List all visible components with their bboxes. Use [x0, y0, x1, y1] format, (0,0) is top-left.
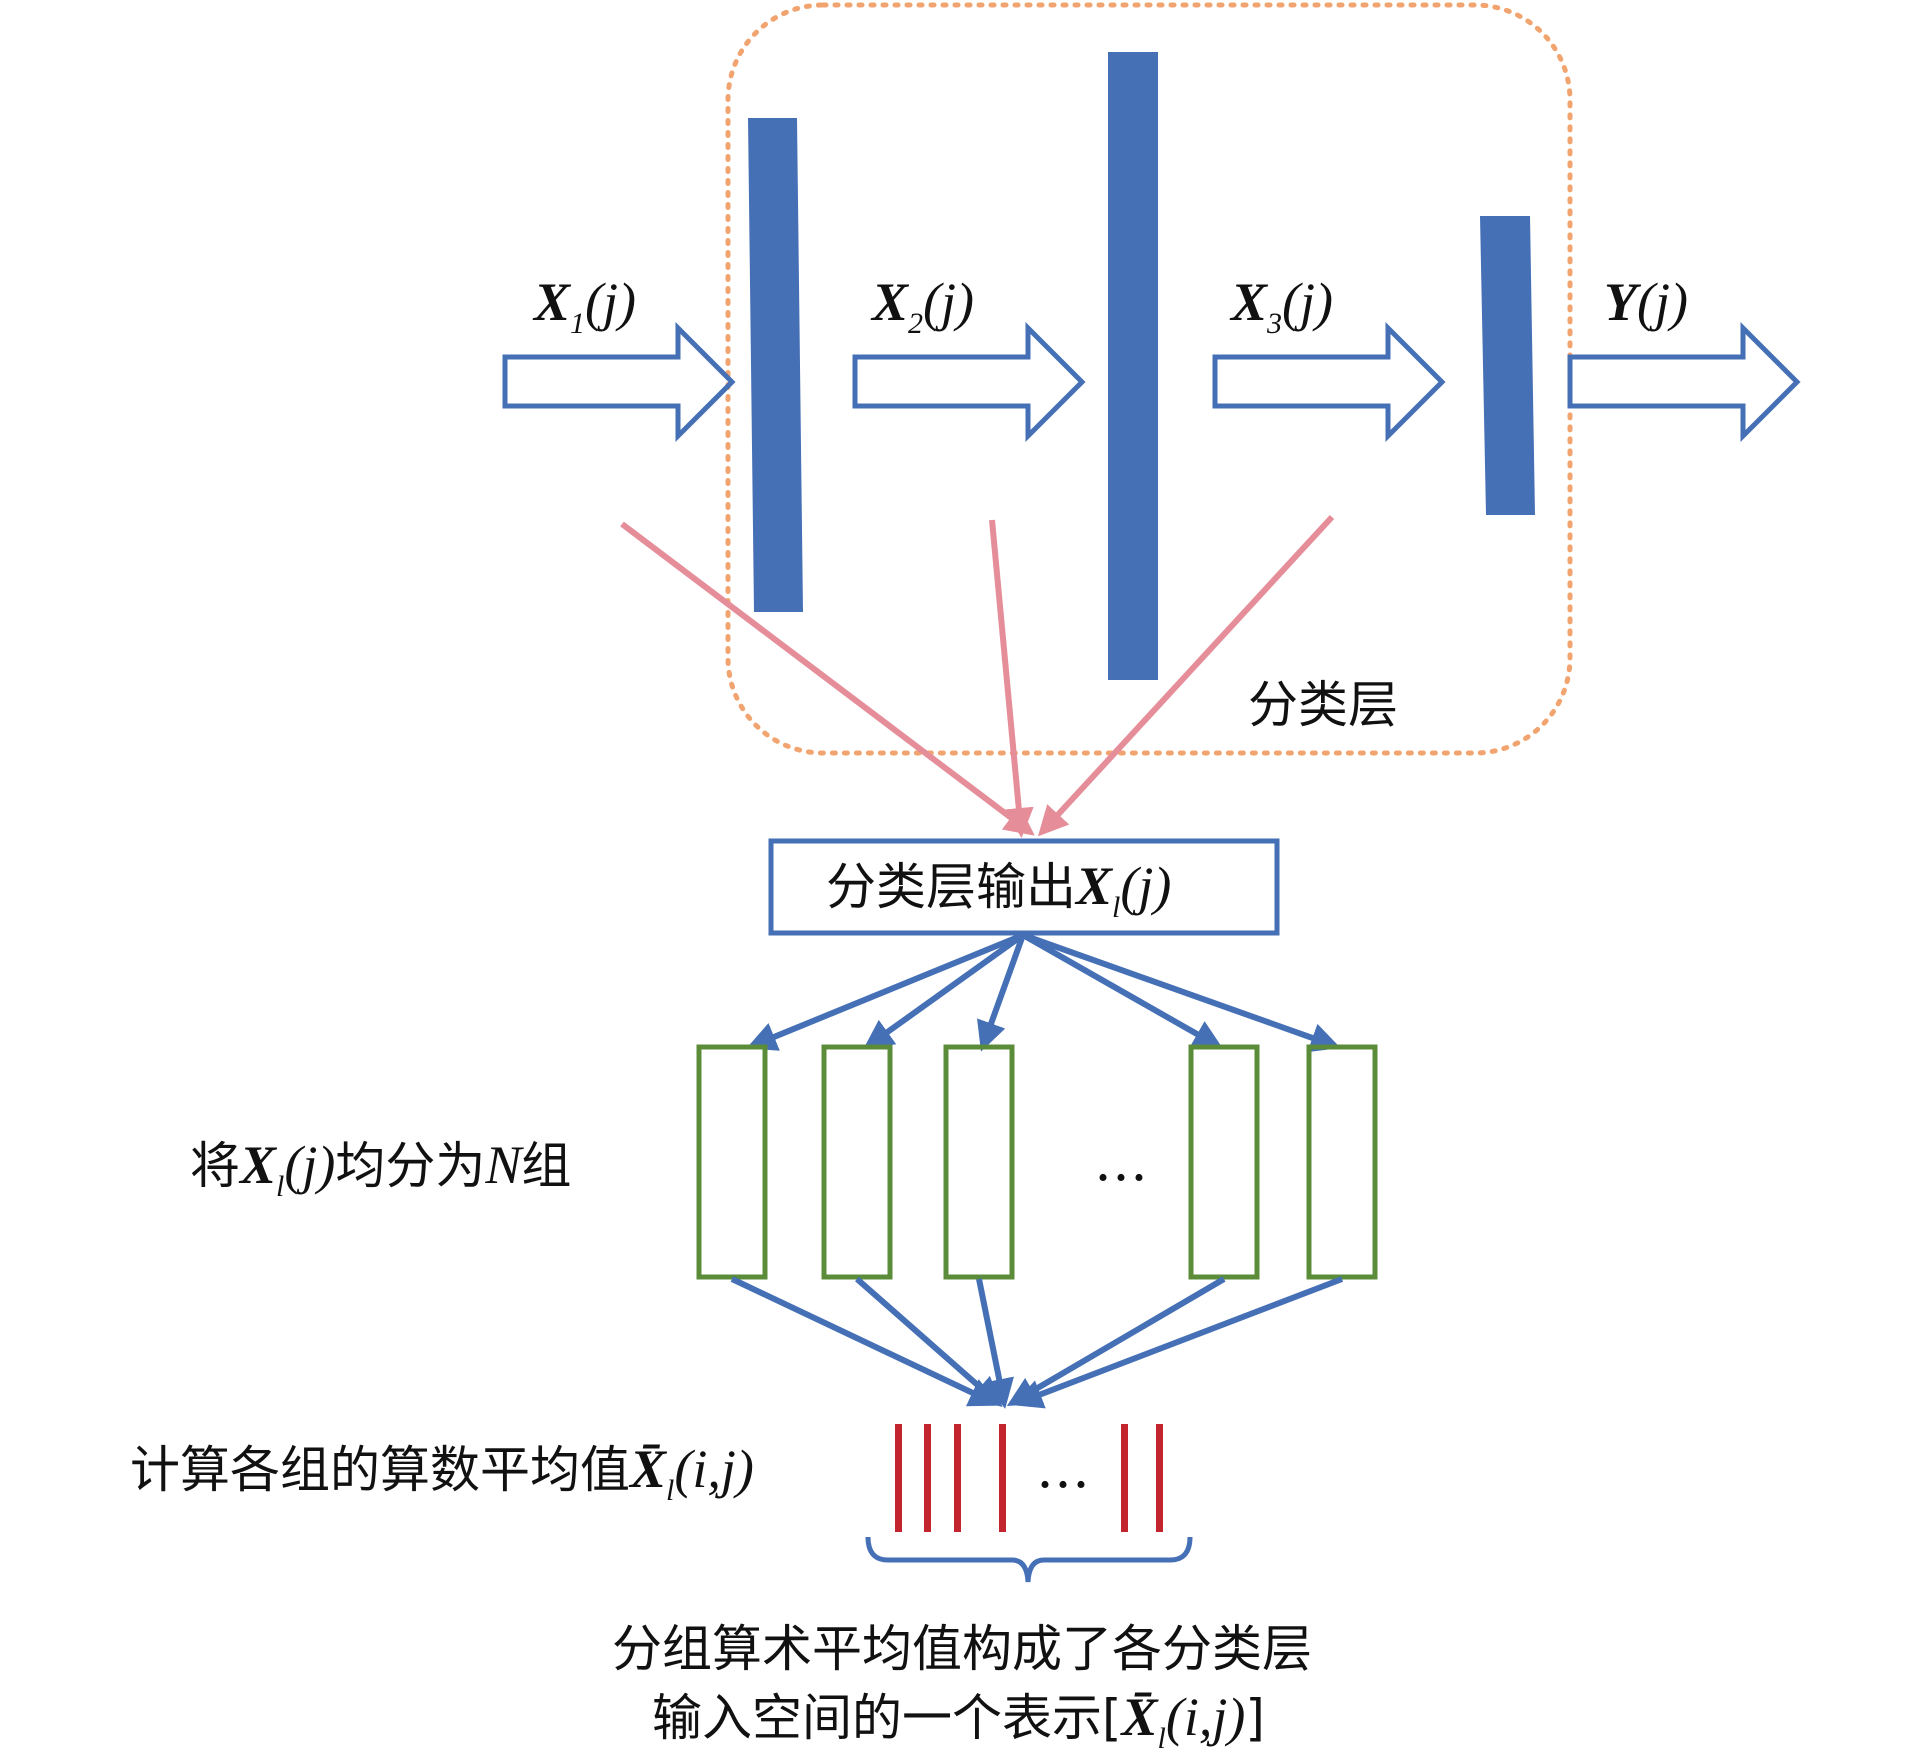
split-arrow-5	[1021, 932, 1341, 1053]
mean-bar-6	[1156, 1424, 1163, 1532]
label-x2: X2(j)	[870, 272, 974, 340]
bars-ellipsis: …	[1036, 1437, 1090, 1500]
group-box-4	[1188, 1044, 1260, 1280]
input-arrow-x2	[852, 321, 1086, 443]
mean-bar-5	[1121, 1424, 1128, 1532]
mean-label: 计算各组的算数平均值X̄l(i,j)	[130, 1439, 754, 1507]
mean-bar-1	[895, 1424, 902, 1532]
mean-bar-4	[999, 1424, 1006, 1532]
output-arrow-y	[1567, 321, 1801, 443]
curly-brace	[865, 1536, 1193, 1583]
mean-arrow-5	[1012, 1276, 1344, 1409]
pink-arrow-2	[989, 519, 1034, 838]
mean-arrow-2	[855, 1276, 1003, 1407]
input-arrow-x1	[502, 321, 736, 443]
summary-line-1: 分组算术平均值构成了各分类层	[612, 1620, 1312, 1678]
group-box-5	[1306, 1044, 1378, 1280]
mean-bar-3	[954, 1424, 961, 1532]
label-x3: X3(j)	[1229, 272, 1333, 340]
summary-line-2: 输入空间的一个表示[X̄l(i,j)]	[652, 1687, 1265, 1748]
classification-layer-label: 分类层	[1248, 676, 1398, 734]
mean-bar-2	[924, 1424, 931, 1532]
label-x1: X1(j)	[532, 272, 636, 340]
split-arrow-3	[977, 933, 1026, 1052]
pink-arrow-3	[1037, 514, 1335, 837]
mean-arrow-1	[730, 1276, 1000, 1407]
group-box-2	[821, 1044, 893, 1280]
label-y: Y(j)	[1604, 272, 1688, 332]
output-box-label: 分类层输出Xl(j)	[826, 856, 1171, 924]
group-box-1	[696, 1044, 768, 1280]
split-arrow-1	[746, 932, 1025, 1051]
split-label: 将Xl(j)均分为N组	[190, 1135, 571, 1203]
input-arrow-x3	[1212, 321, 1446, 443]
mean-arrow-3	[976, 1278, 1014, 1409]
groups-ellipsis: …	[1094, 1130, 1148, 1193]
layer-bar-3	[1480, 216, 1535, 515]
split-arrow-4	[1021, 932, 1224, 1049]
group-box-3	[943, 1044, 1015, 1280]
layer-bar-1	[748, 118, 803, 612]
mean-arrow-4	[1006, 1276, 1226, 1407]
layer-bar-2	[1108, 52, 1158, 680]
split-arrow-2	[863, 932, 1025, 1050]
pink-arrow-1	[620, 521, 1035, 836]
